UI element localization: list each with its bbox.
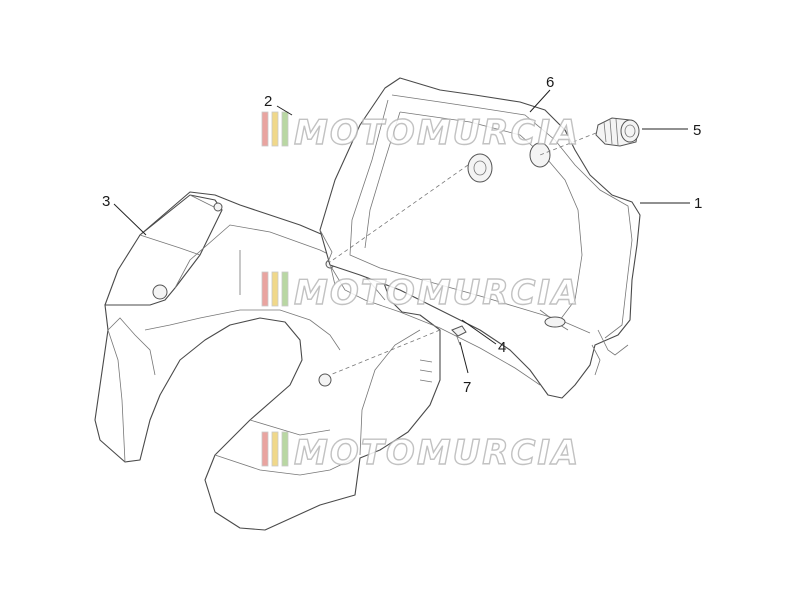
callout-4: 4 xyxy=(461,319,506,356)
callout-2: 2 xyxy=(264,93,293,116)
assembly-lines xyxy=(329,132,597,376)
watermark-top: MOTOMURCIA xyxy=(261,111,580,154)
callout-3: 3 xyxy=(102,193,147,236)
callout-6: 6 xyxy=(529,74,554,113)
callout-label-7: 7 xyxy=(463,379,471,396)
callout-label-3: 3 xyxy=(102,193,110,210)
callout-label-1: 1 xyxy=(694,195,702,212)
inner-lid-panel-part xyxy=(319,77,641,399)
watermark-middle: MOTOMURCIA xyxy=(261,271,580,314)
callout-label-4: 4 xyxy=(498,339,506,356)
callout-5: 5 xyxy=(642,122,701,139)
callout-7: 7 xyxy=(459,341,471,396)
callout-1: 1 xyxy=(640,195,702,212)
callout-label-5: 5 xyxy=(693,122,701,139)
watermark-text: MOTOMURCIA xyxy=(294,113,580,153)
watermark-text: MOTOMURCIA xyxy=(294,273,580,313)
watermark-bottom: MOTOMURCIA xyxy=(261,431,580,474)
callout-label-6: 6 xyxy=(546,74,554,91)
callout-label-2: 2 xyxy=(264,93,272,110)
screw-small-part xyxy=(451,325,467,346)
leg-shield-cover-part xyxy=(94,191,441,531)
lock-part xyxy=(595,117,640,147)
watermark-text: MOTOMURCIA xyxy=(294,433,580,473)
